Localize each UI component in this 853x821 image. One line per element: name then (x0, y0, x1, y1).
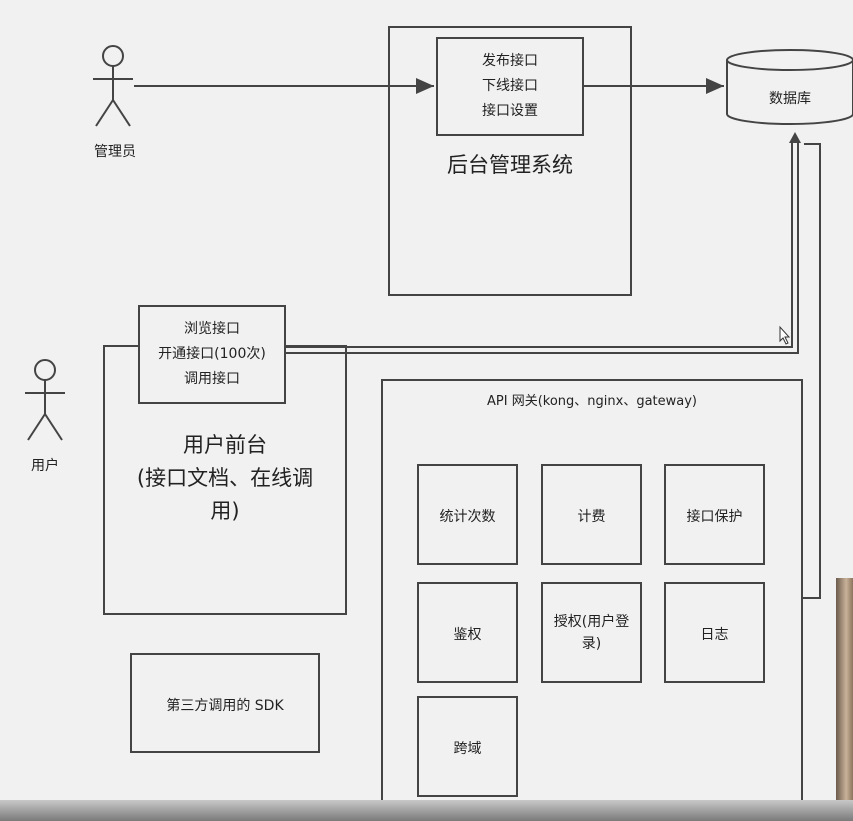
admin-system-title: 后台管理系统 (447, 153, 573, 177)
admin-item-offline: 下线接口 (482, 78, 538, 94)
gateway-module-billing: 计费 (541, 464, 642, 565)
sdk-box: 第三方调用的 SDK (130, 653, 320, 753)
api-gateway-title: API 网关(kong、nginx、gateway) (487, 394, 697, 409)
gateway-module-log: 日志 (664, 582, 765, 683)
frontend-item-activate: 开通接口(100次) (158, 346, 266, 362)
admin-item-publish: 发布接口 (482, 53, 538, 69)
module-authorization-label: 授权(用户登 录) (543, 611, 640, 655)
user-actor-icon (25, 359, 65, 441)
gateway-module-auth: 鉴权 (417, 582, 518, 683)
frontend-title: 用户前台 (接口文档、在线调 用) (103, 429, 347, 528)
sdk-label: 第三方调用的 SDK (166, 698, 284, 714)
frontend-to-database-connector (286, 132, 801, 354)
database-cylinder-icon (726, 49, 853, 125)
module-cors-label: 跨域 (453, 741, 482, 757)
module-authorization-line1: 授权(用户登 (553, 614, 630, 630)
module-authorization-line2: 录) (581, 636, 602, 652)
frontend-title-line2: (接口文档、在线调 (136, 466, 314, 490)
frontend-function-box: 浏览接口 开通接口(100次) 调用接口 (138, 305, 286, 404)
gateway-to-database-connector (802, 143, 821, 599)
admin-system-box (388, 26, 632, 296)
admin-function-box: 发布接口 下线接口 接口设置 (436, 37, 584, 136)
gateway-module-stats: 统计次数 (417, 464, 518, 565)
module-log-label: 日志 (700, 627, 729, 643)
module-billing-label: 计费 (577, 509, 606, 525)
frontend-item-call: 调用接口 (184, 371, 240, 387)
gateway-module-protection: 接口保护 (664, 464, 765, 565)
video-player-bar[interactable] (0, 800, 853, 821)
module-auth-label: 鉴权 (453, 627, 482, 643)
mouse-cursor-icon (779, 325, 791, 345)
admin-item-settings: 接口设置 (482, 103, 538, 119)
gateway-module-authorization: 授权(用户登 录) (541, 582, 642, 683)
webcam-overlay (836, 578, 853, 800)
frontend-title-line1: 用户前台 (183, 433, 267, 457)
module-protection-label: 接口保护 (686, 509, 743, 525)
frontend-title-line3: 用) (210, 499, 240, 523)
module-stats-label: 统计次数 (439, 509, 496, 525)
admin-actor-label: 管理员 (94, 144, 136, 160)
frontend-item-browse: 浏览接口 (184, 321, 240, 337)
admin-actor-icon (93, 45, 133, 127)
database-label: 数据库 (769, 91, 811, 107)
user-actor-label: 用户 (31, 458, 59, 474)
gateway-module-cors: 跨域 (417, 696, 518, 797)
